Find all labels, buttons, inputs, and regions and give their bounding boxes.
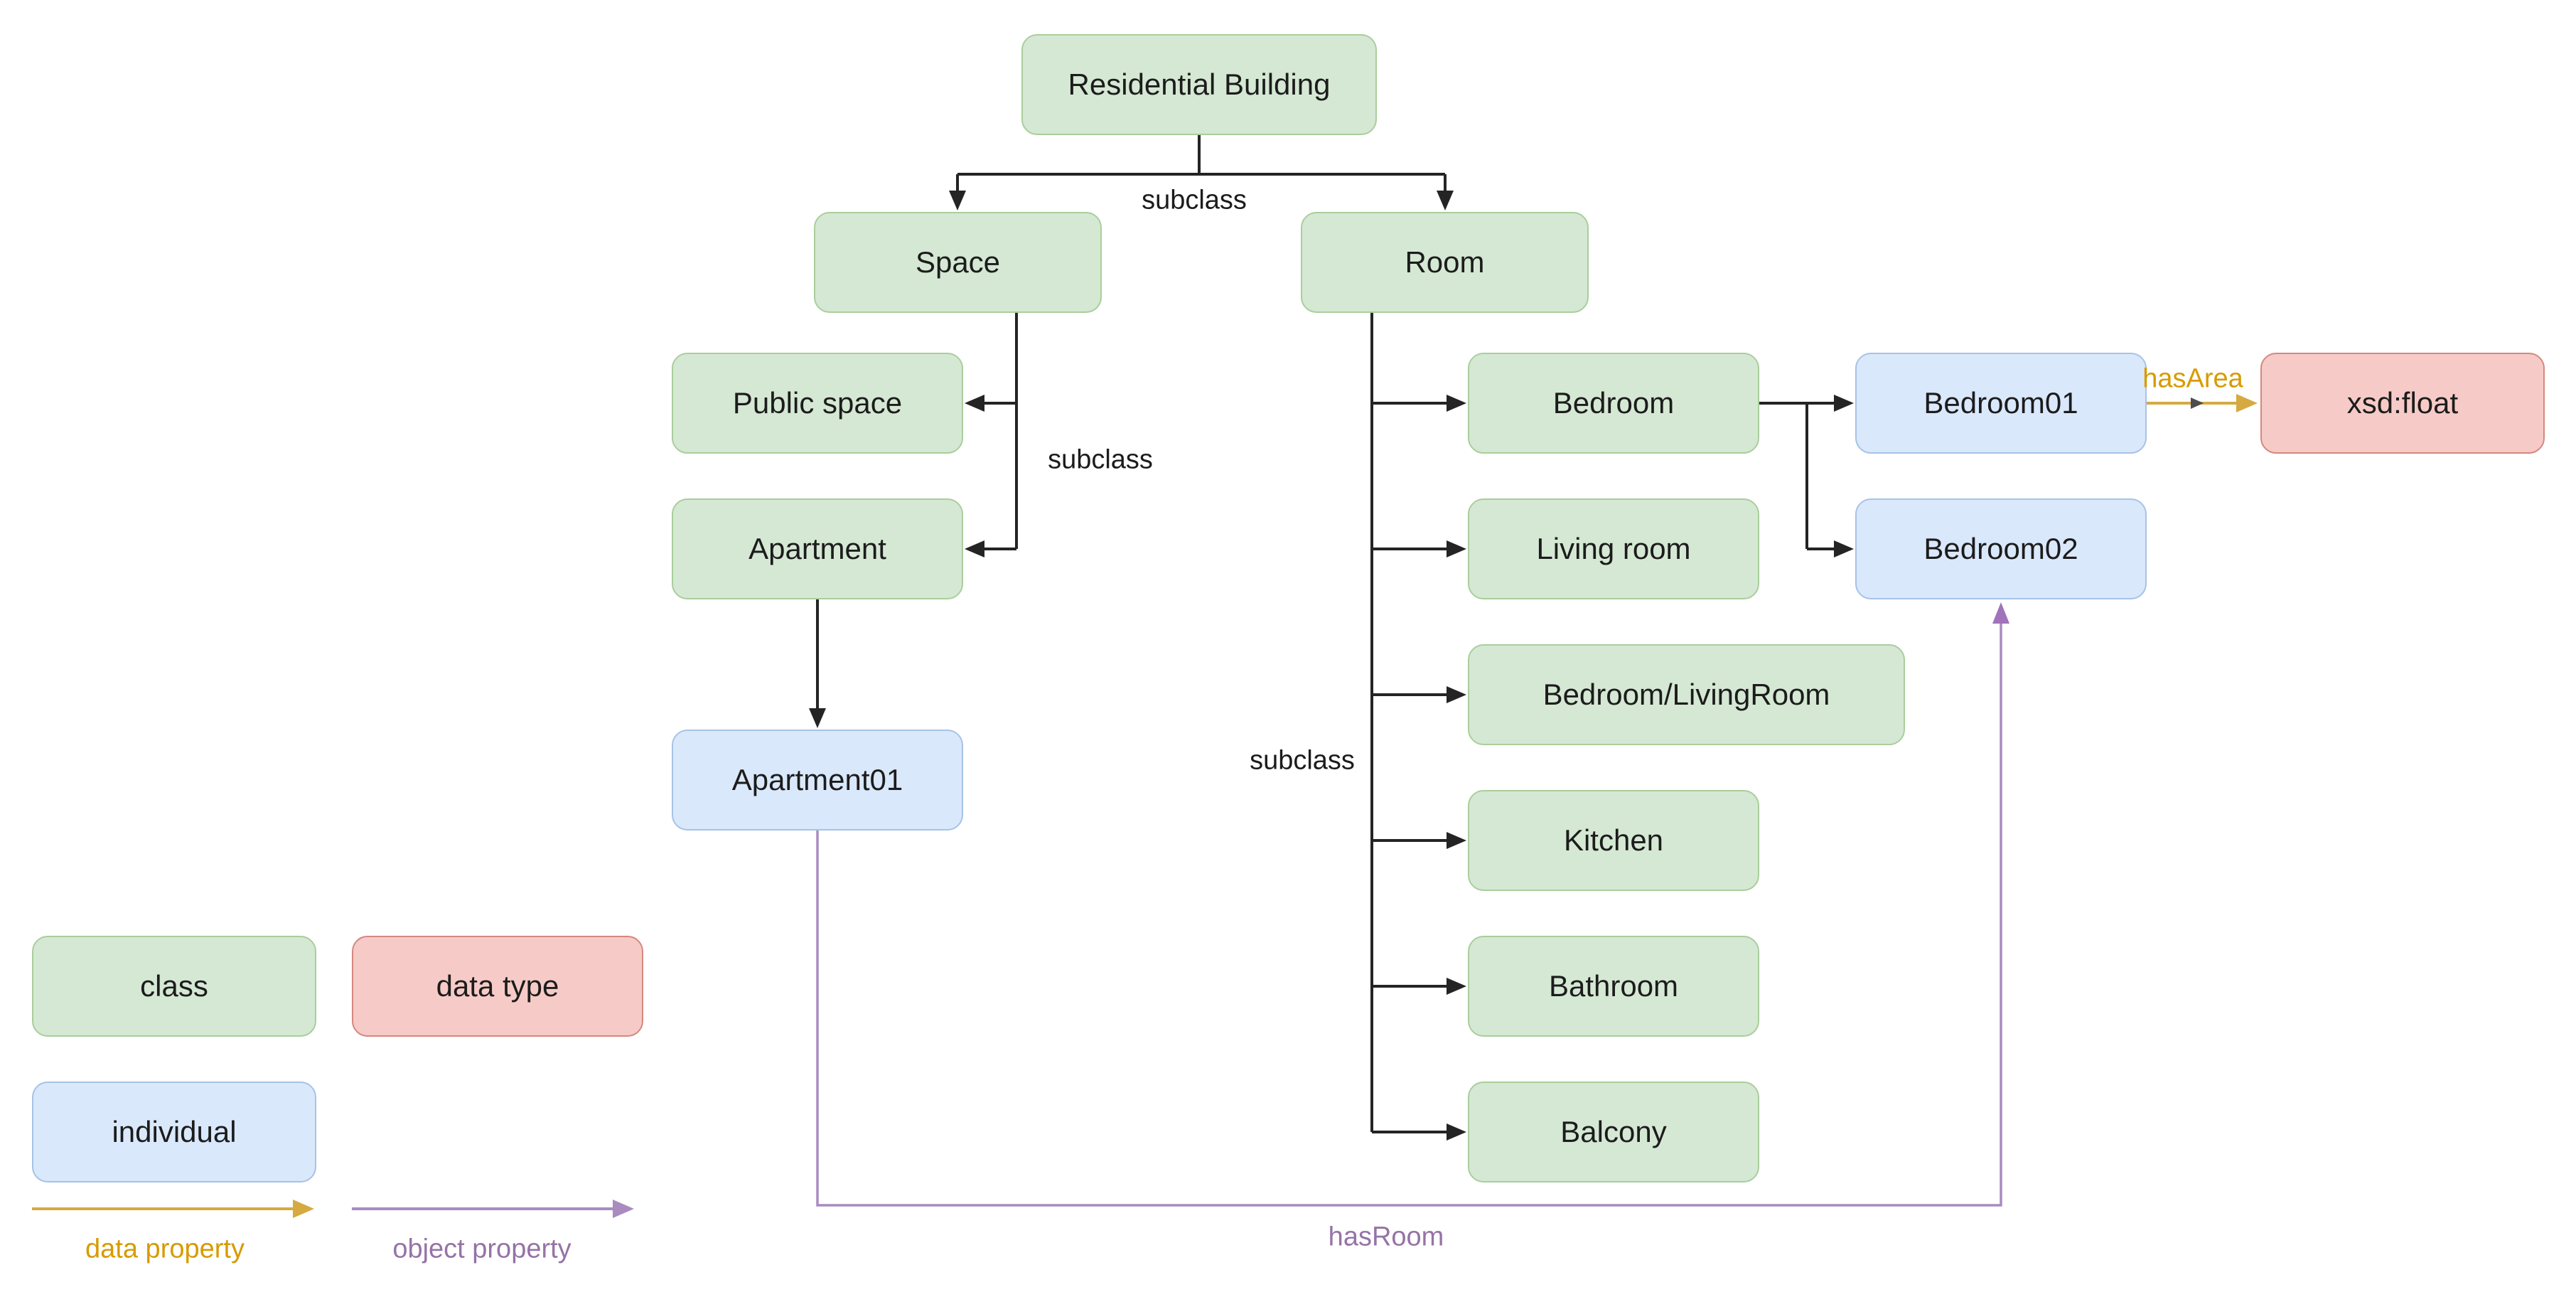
arrowhead-into-bedroom01 bbox=[1834, 395, 1854, 412]
node-space: Space bbox=[814, 212, 1102, 313]
arrowhead-into-living-room bbox=[1447, 540, 1466, 557]
node-room: Room bbox=[1301, 212, 1589, 313]
node-apartment: Apartment bbox=[672, 498, 963, 599]
legend-class-box: class bbox=[32, 936, 316, 1037]
legend-object-property-arrowhead bbox=[613, 1200, 634, 1218]
edge-label-hasarea: hasArea bbox=[2142, 363, 2243, 394]
arrowhead-into-kitchen bbox=[1447, 832, 1466, 849]
arrowhead-into-xsdfloat bbox=[2236, 394, 2258, 412]
arrowhead-into-public-space bbox=[965, 395, 984, 412]
legend-data-property-arrowhead bbox=[293, 1200, 314, 1218]
edge-label-subclass-root: subclass bbox=[1142, 185, 1247, 215]
legend-data-type-box: data type bbox=[352, 936, 643, 1037]
edge-label-hasroom: hasRoom bbox=[1328, 1222, 1444, 1252]
legend-data-property-label: data property bbox=[85, 1234, 245, 1264]
node-public-space: Public space bbox=[672, 353, 963, 454]
node-kitchen: Kitchen bbox=[1468, 790, 1759, 891]
edge-label-subclass-space: subclass bbox=[1048, 444, 1153, 475]
legend-individual-box: individual bbox=[32, 1082, 316, 1182]
node-residential-building: Residential Building bbox=[1021, 34, 1377, 135]
arrowhead-into-room bbox=[1437, 191, 1454, 210]
arrowhead-into-balcony bbox=[1447, 1123, 1466, 1141]
node-living-room: Living room bbox=[1468, 498, 1759, 599]
arrowhead-into-space bbox=[949, 191, 966, 210]
node-bedroom-livingroom: Bedroom/LivingRoom bbox=[1468, 644, 1905, 745]
arrowhead-hasarea-mid bbox=[2191, 397, 2204, 409]
node-balcony: Balcony bbox=[1468, 1082, 1759, 1182]
arrowhead-into-bedroom02 bbox=[1834, 540, 1854, 557]
edge-room-subclass bbox=[1370, 313, 1448, 1133]
edge-label-subclass-room: subclass bbox=[1250, 745, 1355, 776]
edge-hasroom bbox=[816, 624, 2002, 1207]
node-bedroom01: Bedroom01 bbox=[1855, 353, 2147, 454]
arrowhead-into-apartment bbox=[965, 540, 984, 557]
node-xsd-float: xsd:float bbox=[2260, 353, 2545, 454]
edge-root-subclass bbox=[956, 135, 1447, 191]
arrowhead-into-bedroom bbox=[1447, 395, 1466, 412]
node-bedroom02: Bedroom02 bbox=[1855, 498, 2147, 599]
edge-bedroom-to-individuals bbox=[1759, 402, 1835, 550]
node-bathroom: Bathroom bbox=[1468, 936, 1759, 1037]
arrowhead-into-bedroom02-hasroom bbox=[1992, 602, 2009, 624]
node-bedroom: Bedroom bbox=[1468, 353, 1759, 454]
arrowhead-into-bathroom bbox=[1447, 978, 1466, 995]
arrowhead-into-apartment01 bbox=[809, 708, 826, 728]
legend-object-property-label: object property bbox=[392, 1234, 571, 1264]
edge-space-subclass bbox=[984, 313, 1018, 550]
node-apartment01: Apartment01 bbox=[672, 730, 963, 831]
arrowhead-into-bedroom-livingroom bbox=[1447, 686, 1466, 703]
